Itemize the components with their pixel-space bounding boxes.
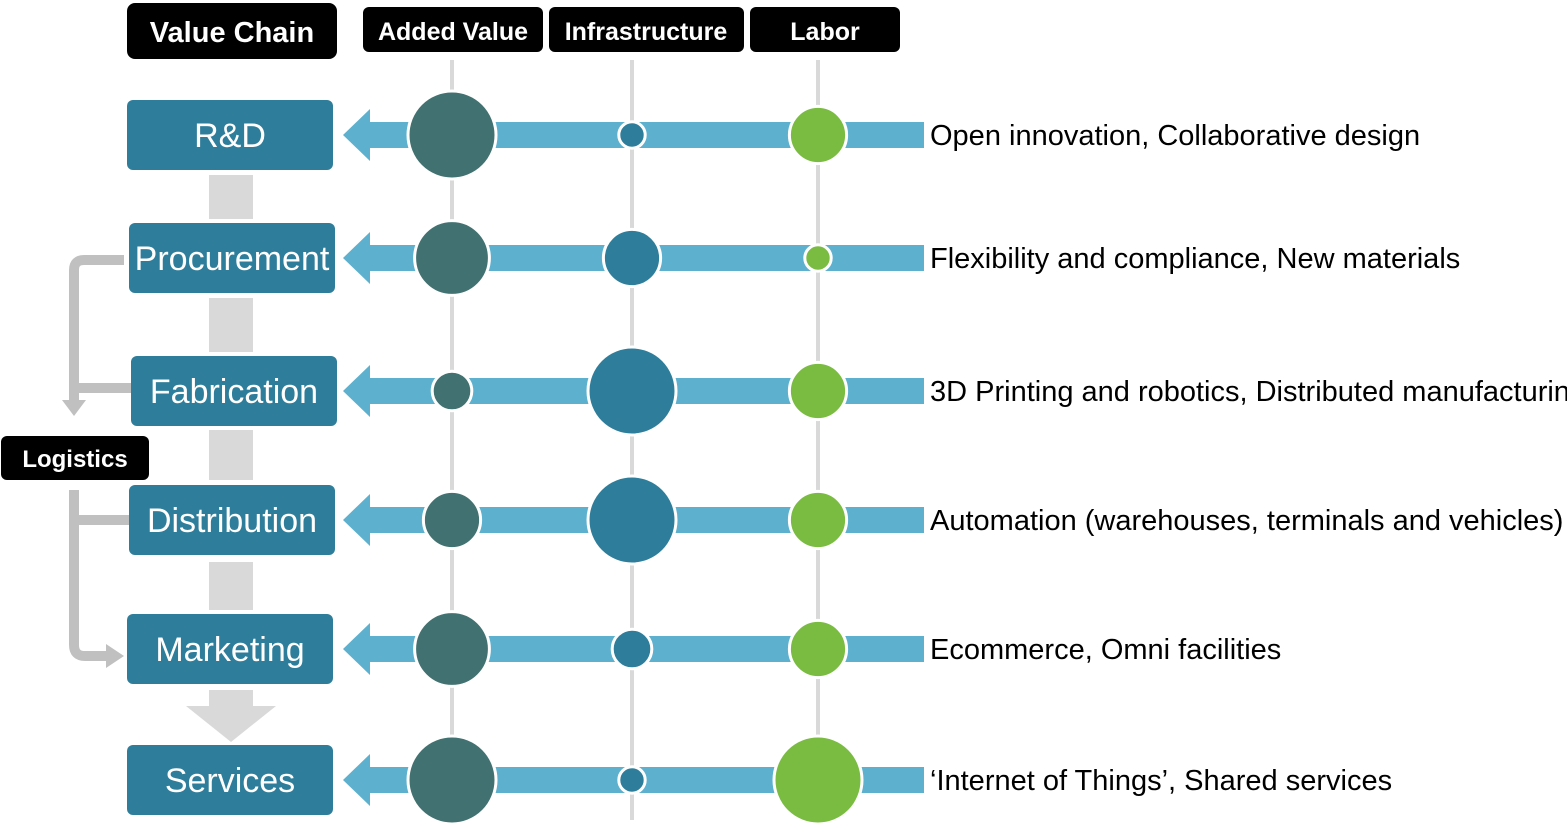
infrastructure-circle-services <box>617 765 647 795</box>
labor-circle-distribution <box>787 489 849 551</box>
labor-circle-fabrication <box>787 360 849 422</box>
connector-marketing-services-arrow <box>186 690 276 742</box>
logistics-arrow-upper-head <box>62 400 86 416</box>
stage-box-services <box>127 745 333 815</box>
infrastructure-circle-fabrication <box>586 345 678 437</box>
row-distribution: Distribution Automation (warehouses, term… <box>129 474 1563 566</box>
arrow-head-fabrication <box>343 365 383 417</box>
logistics-bracket: Logistics <box>1 255 149 668</box>
description-marketing: Ecommerce, Omni facilities <box>930 634 1281 666</box>
description-procurement: Flexibility and compliance, New material… <box>930 243 1460 275</box>
infrastructure-circle-procurement <box>601 227 663 289</box>
logistics-label-box <box>1 436 149 480</box>
infrastructure-header-box <box>549 7 744 52</box>
stage-connectors <box>186 175 276 742</box>
description-distribution: Automation (warehouses, terminals and ve… <box>930 505 1563 537</box>
stage-label-procurement: Procurement <box>135 240 330 278</box>
infrastructure-circle-marketing <box>610 627 654 671</box>
arrow-head-services <box>343 754 383 806</box>
stage-box-procurement <box>129 223 335 293</box>
value-chain-rows: R&D Open innovation, Collaborative design… <box>127 89 1567 826</box>
arrow-head-distribution <box>343 494 383 546</box>
description-services: ‘Internet of Things’, Shared services <box>930 765 1392 797</box>
logistics-label: Logistics <box>22 446 127 473</box>
stage-label-marketing: Marketing <box>155 631 304 669</box>
logistics-arrow-lower-head <box>106 644 124 668</box>
labor-guide-line <box>816 60 820 820</box>
stage-label-services: Services <box>165 762 295 800</box>
infrastructure-guide-line <box>630 60 634 820</box>
row-procurement: Procurement Flexibility and compliance, N… <box>129 219 1460 297</box>
labor-circle-services <box>772 734 864 826</box>
arrow-head-marketing <box>343 623 383 675</box>
arrow-head-procurement <box>343 232 383 284</box>
stage-label-distribution: Distribution <box>147 502 317 540</box>
labor-circle-procurement <box>803 243 833 273</box>
added-value-header: Added Value <box>378 18 528 46</box>
logistics-arrow-upper <box>69 255 124 402</box>
added-value-header-box <box>363 7 543 52</box>
labor-header-box <box>750 7 900 52</box>
connector-rd-procurement <box>209 175 253 219</box>
logistics-arrow-lower <box>69 490 108 661</box>
infrastructure-header: Infrastructure <box>565 18 728 46</box>
added-value-guide-line <box>450 60 454 820</box>
added-value-circle-r-d <box>406 89 498 181</box>
arrow-head-r-d <box>343 109 383 161</box>
row-fabrication: Fabrication 3D Printing and robotics, Dis… <box>131 345 1567 437</box>
stage-box-marketing <box>127 614 333 684</box>
stage-label-fabrication: Fabrication <box>150 373 318 411</box>
infrastructure-circle-distribution <box>586 474 678 566</box>
column-headers: Value Chain Added Value Infrastructure L… <box>127 3 900 59</box>
value-chain-header: Value Chain <box>150 17 314 49</box>
column-guide-lines <box>450 60 820 820</box>
connector-procurement-fabrication <box>209 298 253 352</box>
labor-header: Labor <box>790 18 860 46</box>
labor-circle-marketing <box>787 618 849 680</box>
infrastructure-circle-r-d <box>617 120 647 150</box>
connector-distribution-marketing <box>209 562 253 610</box>
stage-label-r-d: R&D <box>194 117 266 155</box>
added-value-circle-services <box>406 734 498 826</box>
labor-circle-r-d <box>787 104 849 166</box>
added-value-circle-procurement <box>413 219 491 297</box>
added-value-circle-fabrication <box>430 369 474 413</box>
stage-box-fabrication <box>131 356 337 426</box>
row-marketing: Marketing Ecommerce, Omni facilities <box>127 610 1281 688</box>
connector-fabrication-distribution <box>209 430 253 480</box>
stage-box-distribution <box>129 485 335 555</box>
row-r-d: R&D Open innovation, Collaborative design <box>127 89 1420 181</box>
added-value-circle-marketing <box>413 610 491 688</box>
row-services: Services ‘Internet of Things’, Shared ser… <box>127 734 1392 826</box>
added-value-circle-distribution <box>421 489 483 551</box>
description-r-d: Open innovation, Collaborative design <box>930 120 1420 152</box>
value-chain-header-box <box>127 3 337 59</box>
stage-box-r-d <box>127 100 333 170</box>
description-fabrication: 3D Printing and robotics, Distributed ma… <box>930 376 1567 408</box>
